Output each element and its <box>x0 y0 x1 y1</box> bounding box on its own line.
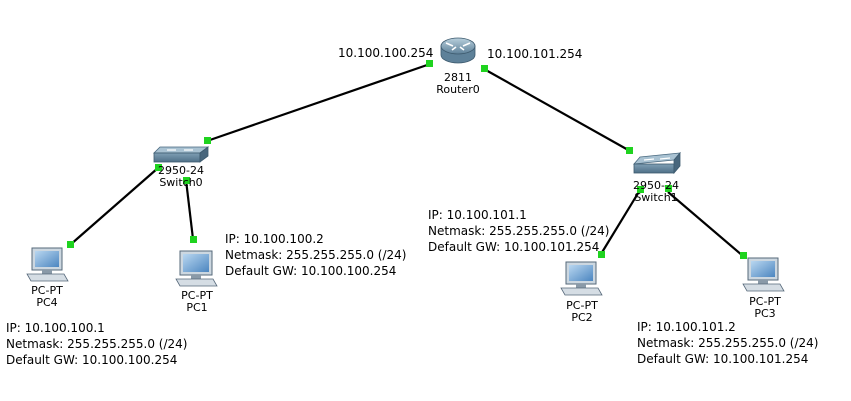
pc3-ip: IP: 10.100.101.2 <box>637 320 736 334</box>
switch0-model: 2950-24 <box>158 164 204 177</box>
link-switch0-pc4 <box>69 167 159 246</box>
router-icon[interactable] <box>440 37 476 64</box>
links <box>69 62 744 257</box>
port-dot <box>190 236 197 243</box>
pc2-config: IP: 10.100.101.1 Netmask: 255.255.255.0 … <box>428 207 609 255</box>
port-dot <box>183 177 190 184</box>
pc1-icon[interactable] <box>175 250 218 287</box>
pc2-ip: IP: 10.100.101.1 <box>428 208 527 222</box>
pc2-netmask: Netmask: 255.255.255.0 (/24) <box>428 224 610 238</box>
port-dot <box>426 60 433 67</box>
switch0-name: Switch0 <box>159 176 203 189</box>
switch0-label: 2950-24 Switch0 <box>150 165 212 189</box>
link-switch1-pc2 <box>600 189 641 255</box>
pc1-label: PC-PT PC1 <box>172 290 222 314</box>
port-dot <box>740 252 747 259</box>
pc4-gateway: Default GW: 10.100.100.254 <box>6 353 178 367</box>
pc4-netmask: Netmask: 255.255.255.0 (/24) <box>6 337 188 351</box>
pc3-name: PC3 <box>754 307 776 320</box>
pc1-netmask: Netmask: 255.255.255.0 (/24) <box>225 248 407 262</box>
pc4-icon[interactable] <box>26 247 69 282</box>
pc1-ip: IP: 10.100.100.2 <box>225 232 324 246</box>
port-dot <box>598 251 605 258</box>
pc2-icon[interactable] <box>560 261 603 296</box>
port-status-dots <box>67 60 747 259</box>
pc3-model: PC-PT <box>749 295 781 308</box>
link-switch1-pc3 <box>667 191 744 257</box>
pc1-model: PC-PT <box>181 289 213 302</box>
link-router-switch1 <box>483 68 631 152</box>
pc3-gateway: Default GW: 10.100.101.254 <box>637 352 809 366</box>
link-router-switch0 <box>206 62 431 143</box>
pc4-model: PC-PT <box>31 284 63 297</box>
pc3-label: PC-PT PC3 <box>740 296 790 320</box>
router-model: 2811 <box>444 71 472 84</box>
switch0-icon[interactable] <box>153 146 210 163</box>
port-dot <box>155 164 162 171</box>
switch1-icon[interactable] <box>633 151 681 175</box>
pc1-name: PC1 <box>186 301 208 314</box>
port-dot <box>637 186 644 193</box>
pc3-config: IP: 10.100.101.2 Netmask: 255.255.255.0 … <box>637 319 818 367</box>
pc2-name: PC2 <box>571 311 593 324</box>
pc1-config: IP: 10.100.100.2 Netmask: 255.255.255.0 … <box>225 231 406 279</box>
switch1-name: Switch1 <box>634 191 678 204</box>
pc3-netmask: Netmask: 255.255.255.0 (/24) <box>637 336 819 350</box>
router-iface-right-ip: 10.100.101.254 <box>487 47 583 61</box>
switch1-model: 2950-24 <box>633 179 679 192</box>
pc3-icon[interactable] <box>742 257 785 292</box>
port-dot <box>626 147 633 154</box>
router-name: Router0 <box>436 83 480 96</box>
pc4-ip: IP: 10.100.100.1 <box>6 321 105 335</box>
router-label: 2811 Router0 <box>428 72 488 96</box>
port-dot <box>665 185 672 192</box>
port-dot <box>67 241 74 248</box>
pc4-label: PC-PT PC4 <box>22 285 72 309</box>
link-switch0-pc1 <box>184 179 195 240</box>
pc4-name: PC4 <box>36 296 58 309</box>
port-dot <box>204 137 211 144</box>
pc2-gateway: Default GW: 10.100.101.254 <box>428 240 600 254</box>
pc4-config: IP: 10.100.100.1 Netmask: 255.255.255.0 … <box>6 320 187 368</box>
pc2-label: PC-PT PC2 <box>557 300 607 324</box>
port-dot <box>481 65 488 72</box>
router-iface-left-ip: 10.100.100.254 <box>338 46 434 60</box>
pc1-gateway: Default GW: 10.100.100.254 <box>225 264 397 278</box>
pc2-model: PC-PT <box>566 299 598 312</box>
switch1-label: 2950-24 Switch1 <box>625 180 687 204</box>
